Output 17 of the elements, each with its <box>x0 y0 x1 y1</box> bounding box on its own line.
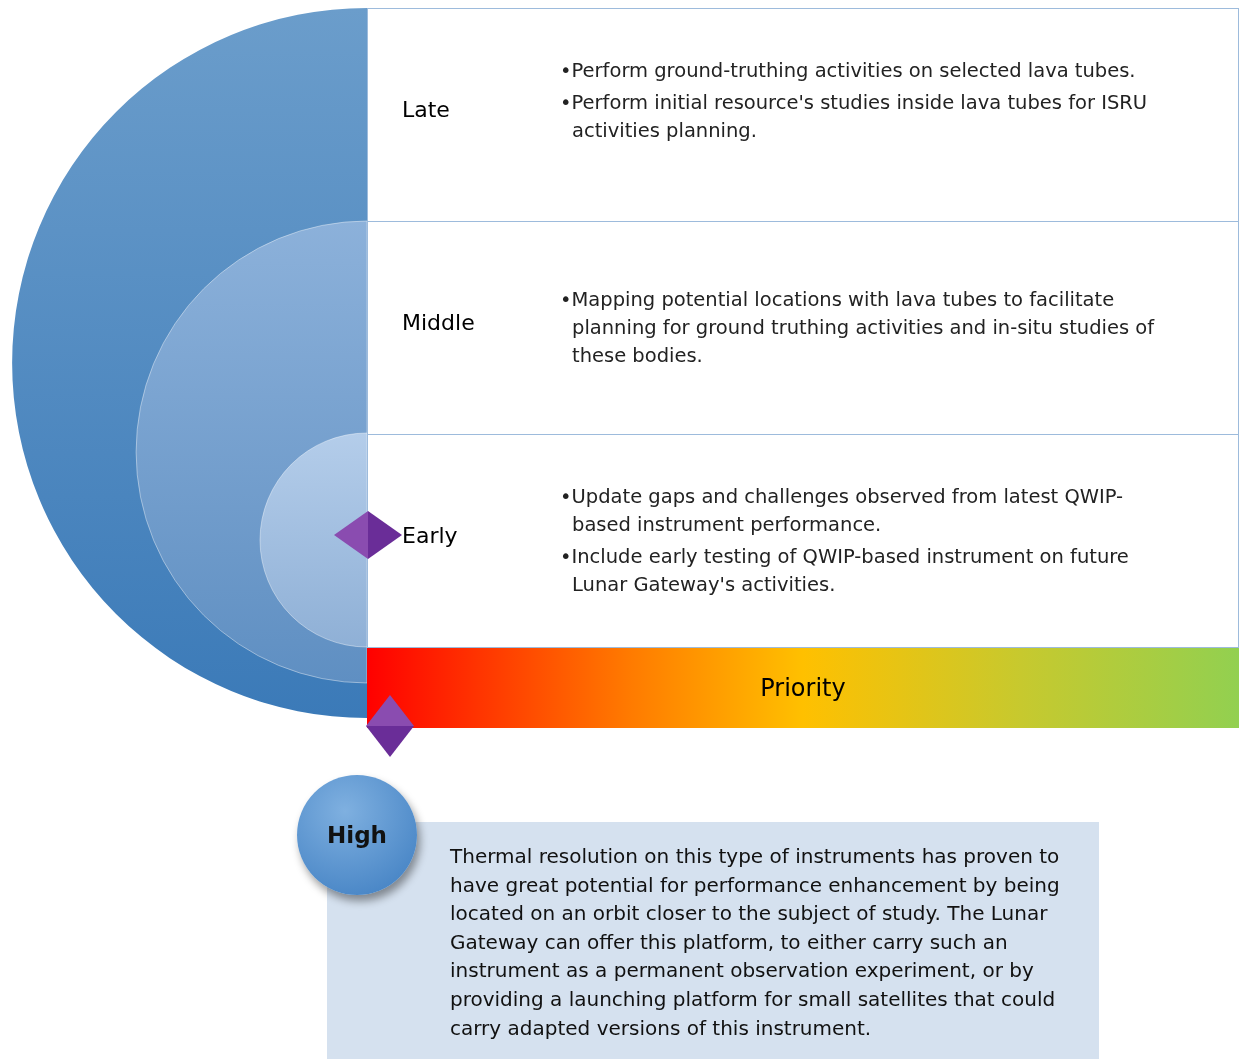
bullet-text: •Include early testing of QWIP-based instrument on future Lunar Gateway's activities. <box>560 544 1130 598</box>
bullet-text: •Perform ground-truthing activities on selected lava tubes. <box>560 58 1137 84</box>
row-heading: Late <box>402 97 450 122</box>
bullet-text: •Perform initial resource's studies inside lava tubes for ISRU activities planning. <box>560 90 1149 144</box>
table-row <box>367 221 1239 435</box>
bar-label: Priority <box>760 674 846 702</box>
table-row <box>367 434 1239 648</box>
bullet-text: •Update gaps and challenges observed from latest QWIP-based instrument performance. <box>560 484 1125 538</box>
priority-bar <box>367 648 1239 728</box>
circle-label: High <box>327 822 387 848</box>
table-row <box>367 8 1239 222</box>
note-panel <box>327 822 1099 1059</box>
row-heading: Early <box>402 523 458 548</box>
row-heading: Middle <box>402 310 475 335</box>
note-text: Thermal resolution on this type of instruments has proven to have great potential for performance enhancement by being located on an orbit closer to the subject of study. The Lunar Gateway can offer this platform, to either carry such an instrument as a permanent observation experiment, or by providing a launching platform for small satellites that could carry adapted versions of this instrument. <box>450 843 1061 1042</box>
priority-circle <box>297 775 417 895</box>
bullet-text: •Mapping potential locations with lava tubes to facilitate planning for ground truthing activities and in-situ studies of these bodies. <box>560 287 1156 369</box>
